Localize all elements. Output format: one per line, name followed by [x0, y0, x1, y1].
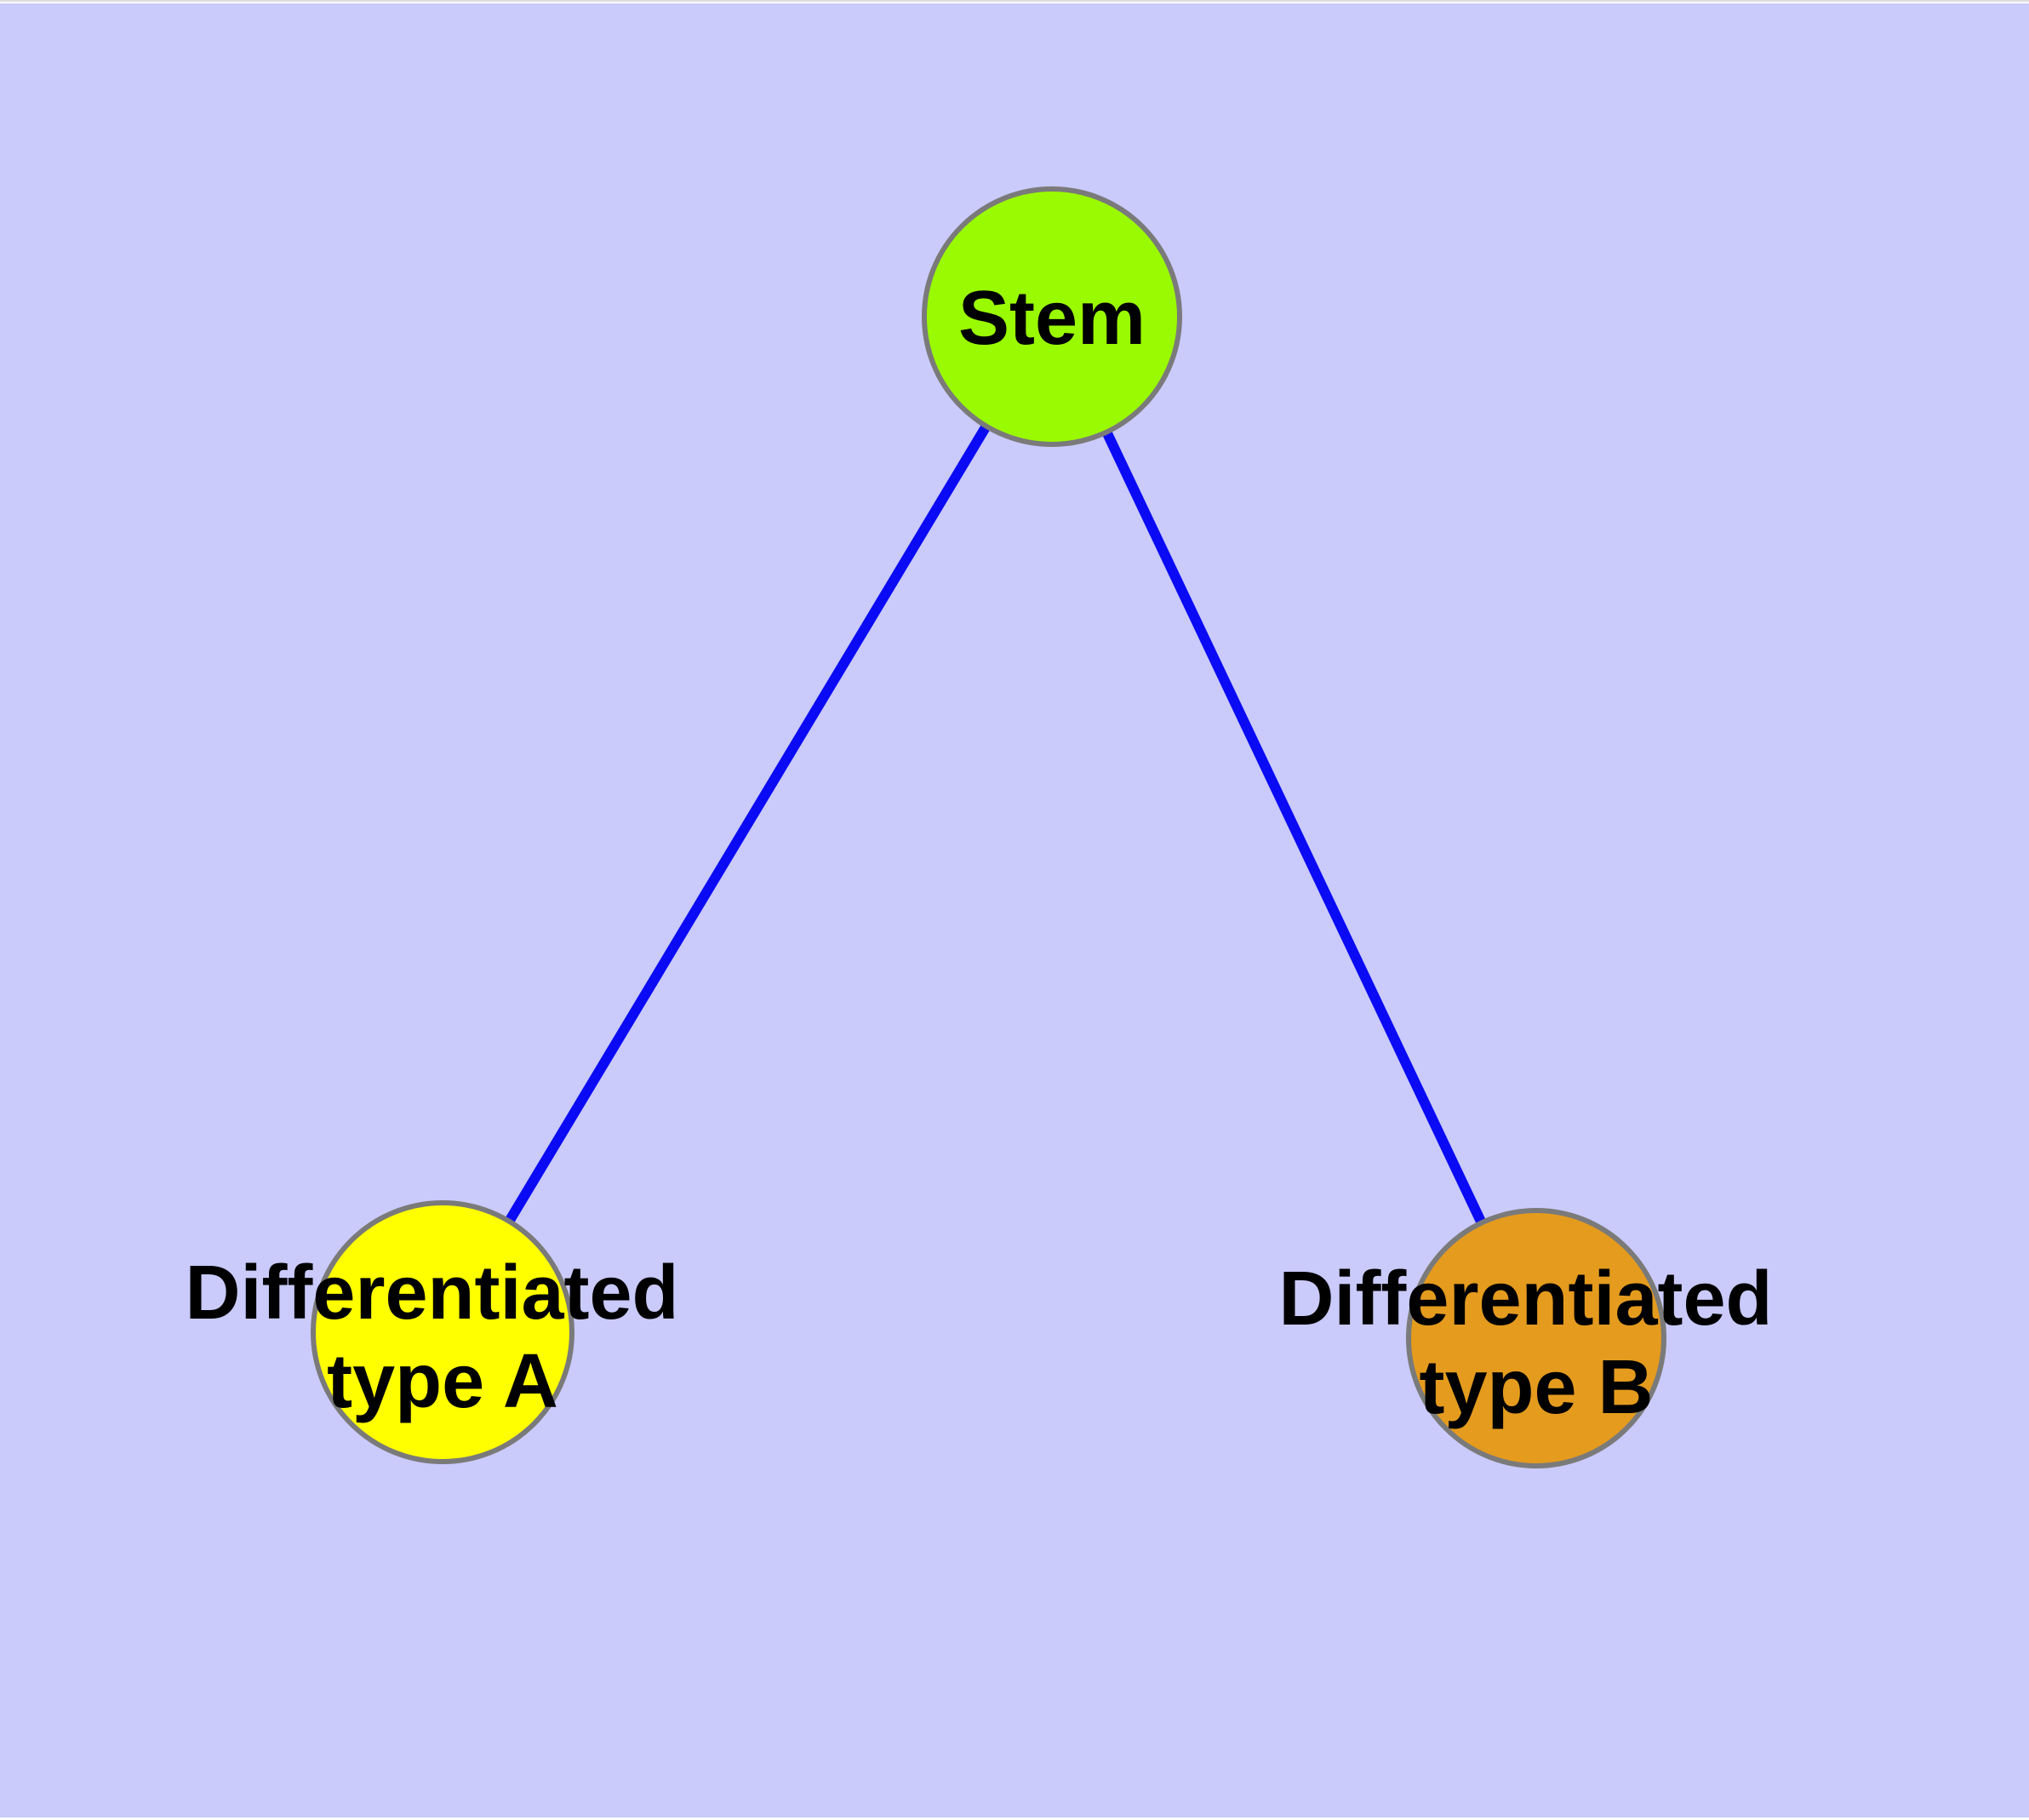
node-differentiated-type-a-circle[interactable] [311, 1200, 574, 1464]
edge-stem-to-type-b [1047, 314, 1541, 1341]
node-differentiated-type-b-label-line2: type B [1419, 1345, 1653, 1430]
node-stem-label-line: Stem [958, 276, 1146, 361]
node-differentiated-type-b-label: Differentiated type B [1278, 1256, 1793, 1430]
node-stem-circle[interactable] [922, 186, 1182, 447]
node-differentiated-type-a[interactable]: Differentiated type A [185, 1200, 700, 1464]
edge-layer [437, 313, 1541, 1341]
node-differentiated-type-a-label-line2: type A [327, 1339, 558, 1424]
node-differentiated-type-b-label-line1: Differentiated [1278, 1256, 1772, 1342]
node-stem-label: Stem [958, 276, 1146, 361]
node-differentiated-type-b-circle[interactable] [1406, 1208, 1666, 1468]
node-stem[interactable]: Stem [922, 186, 1182, 447]
node-differentiated-type-a-label: Differentiated type A [185, 1251, 700, 1424]
node-differentiated-type-a-label-line1: Differentiated [185, 1251, 678, 1336]
window-top-hairline [0, 0, 2029, 2]
node-differentiated-type-b[interactable]: Differentiated type B [1278, 1208, 1793, 1468]
edge-stem-to-type-a [437, 313, 1057, 1336]
